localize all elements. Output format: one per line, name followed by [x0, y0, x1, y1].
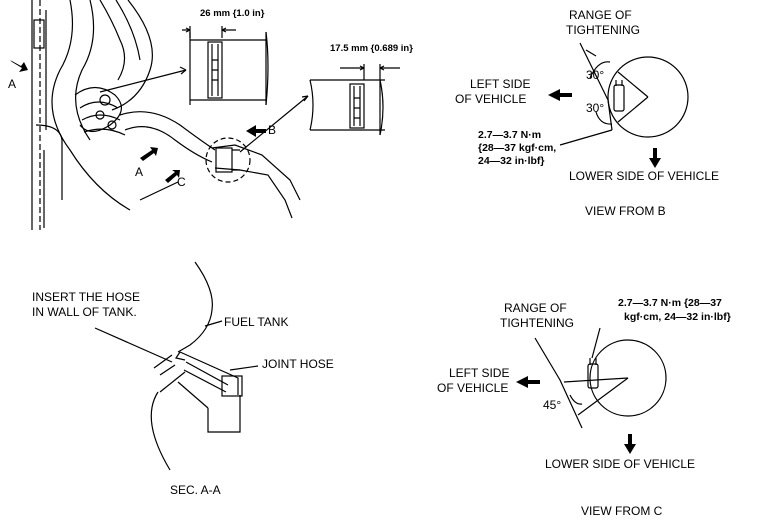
view-c-range-line1: RANGE OF [504, 301, 567, 315]
joint-hose-label: JOINT HOSE [262, 357, 334, 371]
view-b-illustration [548, 42, 689, 168]
dimension-26mm-label: 26 mm {1.0 in} [200, 8, 265, 19]
view-b-range-line1: RANGE OF [569, 8, 632, 22]
view-b-angle-lower: 30° [586, 101, 605, 115]
view-b-lower-side: LOWER SIDE OF VEHICLE [569, 169, 720, 183]
view-b-caption: VIEW FROM B [585, 204, 666, 218]
sec-aa-insert-line2: IN WALL OF TANK. [32, 305, 137, 319]
view-b-left-side-line2: OF VEHICLE [455, 92, 527, 106]
view-c-lower-side: LOWER SIDE OF VEHICLE [545, 457, 696, 471]
mark-a-lower: A [135, 165, 144, 179]
hose-end-detail-17mm [309, 64, 400, 136]
view-b-angle-upper: 30° [586, 68, 605, 82]
view-b-left-side-line1: LEFT SIDE [470, 77, 531, 91]
dimension-17mm-label: 17.5 mm {0.689 in} [330, 43, 413, 54]
view-c-angle: 45° [543, 398, 562, 412]
view-c-torque-line2: kgf·cm, 24—32 in·lbf} [624, 311, 731, 323]
sec-aa-caption: SEC. A-A [170, 483, 221, 497]
view-b-torque-line2: {28—37 kgf·cm, [478, 142, 557, 154]
view-c-illustration [516, 327, 667, 454]
view-b-torque-line3: 24—32 in·lbf} [478, 155, 545, 167]
sec-aa-illustration [94, 261, 259, 471]
view-c-range-line2: TIGHTENING [500, 316, 574, 330]
mark-c: C [177, 175, 186, 189]
sec-aa-insert-line1: INSERT THE HOSE [32, 290, 141, 304]
view-c-left-side-line2: OF VEHICLE [437, 381, 509, 395]
hose-assembly-illustration [10, 0, 309, 230]
view-c-left-side-line1: LEFT SIDE [449, 366, 510, 380]
view-b-torque-line1: 2.7—3.7 N·m [478, 129, 542, 141]
view-c-torque-line1: 2.7—3.7 N·m {28—37 [618, 297, 722, 309]
fuel-tank-label: FUEL TANK [224, 315, 289, 329]
hose-end-detail-26mm [182, 26, 269, 106]
mark-a-upper: A [8, 77, 17, 91]
view-b-range-line2: TIGHTENING [566, 23, 640, 37]
view-c-caption: VIEW FROM C [581, 504, 663, 518]
mark-b: B [268, 123, 277, 137]
